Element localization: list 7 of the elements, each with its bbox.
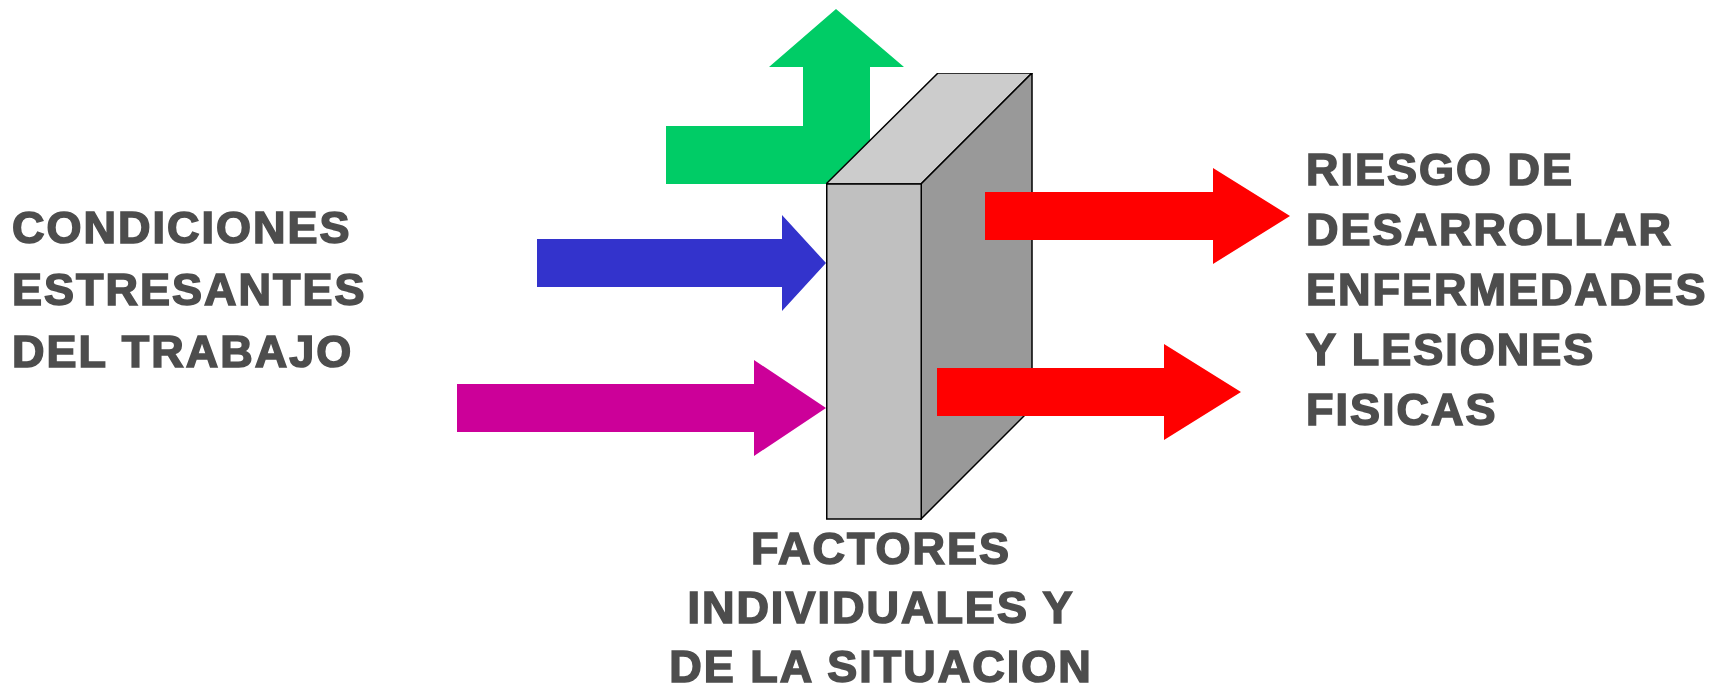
panel-caption: FACTORES INDIVIDUALES Y DE LA SITUACION [668, 522, 1094, 687]
arrow [457, 360, 826, 456]
cause-text: CONDICIONES ESTRESANTES DEL TRABAJO [12, 201, 368, 379]
arrow [937, 344, 1241, 440]
arrow [985, 168, 1290, 264]
arrow [537, 215, 826, 311]
outcome-text: RIESGO DE DESARROLLAR ENFERMEDADES Y LESIONES FISICAS [1306, 143, 1708, 437]
